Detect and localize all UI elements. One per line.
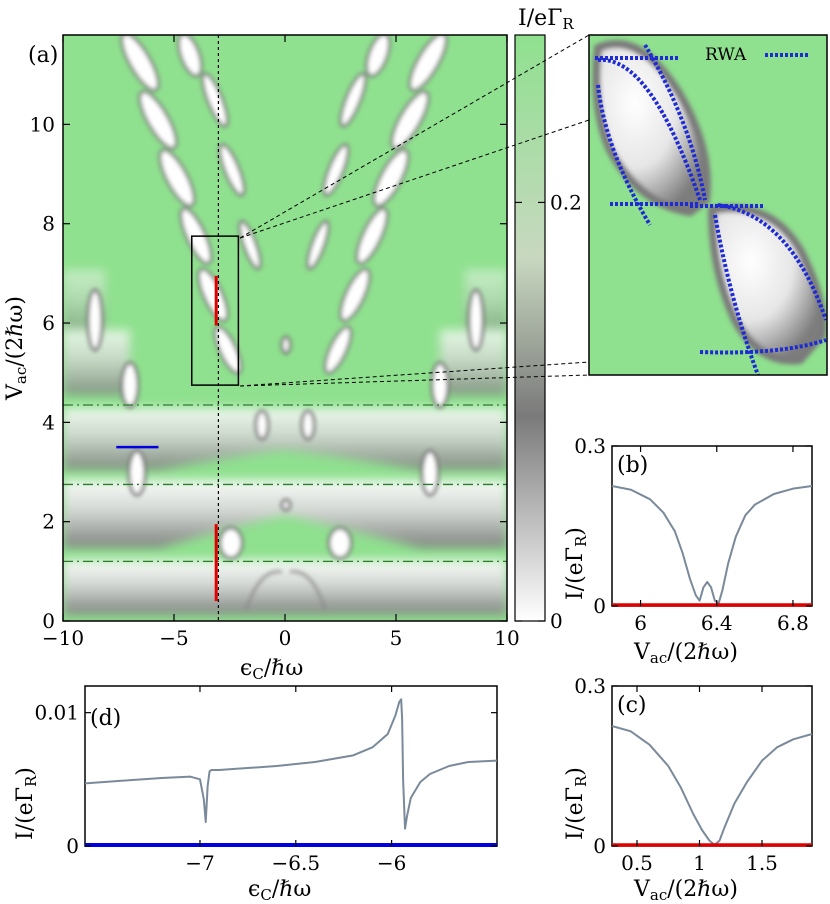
x-tick-label: 5	[390, 626, 403, 650]
heatmap-a	[63, 35, 507, 621]
y-tick-label: 0	[66, 834, 79, 858]
x-tick-label: 6.8	[777, 611, 809, 635]
panel-a-ylabel: Vac/(2ℏω)	[3, 296, 30, 401]
colorbar-tick-label: 0.2	[550, 190, 582, 214]
y-tick-label: 0	[593, 594, 606, 618]
x-tick-label: 1	[693, 851, 706, 875]
series-line	[611, 485, 813, 605]
y-tick-label: 6	[42, 311, 55, 335]
panel-c: 0.5 1 1.5 0 0.3 (c) Vac/(2ℏω) I/(eΓR)	[563, 674, 813, 904]
x-tick-label: −10	[42, 626, 84, 650]
x-tick-label: −7	[185, 851, 214, 875]
panel-c-ylabel: I/(eΓR)	[563, 767, 590, 840]
colorbar: 00.2 I/eΓR	[514, 6, 582, 633]
panel-c-frame	[611, 685, 813, 847]
panel-b-xlabel: Vac/(2ℏω)	[633, 640, 738, 667]
x-tick-label: 10	[494, 626, 519, 650]
panel-a-xlabel: ϵC/ℏω	[240, 656, 303, 683]
inset-frame	[588, 34, 828, 376]
y-tick-label: 0.3	[574, 674, 606, 698]
panel-b-ylabel: I/(eΓR)	[563, 527, 590, 600]
panel-d-ylabel: I/(eΓR)	[13, 767, 40, 840]
y-tick-label: 4	[42, 410, 55, 434]
y-tick-label: 0.3	[574, 434, 606, 458]
panel-c-xlabel: Vac/(2ℏω)	[633, 877, 738, 904]
heatmap-lobes	[86, 35, 485, 611]
x-tick-label: −5	[159, 626, 188, 650]
y-tick-label: 0.01	[34, 701, 79, 725]
panel-a: −10 −5 0 5 10 0 2 4 6 8 10 (a) ϵC/ℏω Vac/(2ℏω)	[3, 34, 520, 683]
panel-d-xlabel: ϵC/ℏω	[248, 877, 311, 904]
panel-d-label: (d)	[90, 706, 121, 731]
x-tick-label: 0.5	[621, 851, 653, 875]
y-tick-label: 10	[30, 112, 55, 136]
zoom-connectors	[239, 34, 590, 387]
zoom-inset: RWA	[588, 34, 828, 376]
colorbar-title: I/eΓR	[518, 6, 574, 33]
x-tick-label: −6.5	[272, 851, 321, 875]
panel-d-plot: −7 −6.5 −6 0 0.01	[34, 686, 498, 875]
inset-heatmap	[589, 35, 827, 375]
heatmap-bands	[63, 270, 507, 615]
panel-c-label: (c)	[617, 693, 647, 718]
colorbar-ticks: 00.2	[515, 190, 582, 633]
x-tick-label: 1.5	[746, 851, 778, 875]
y-tick-label: 0	[42, 609, 55, 633]
series-line	[84, 698, 498, 830]
y-tick-label: 8	[42, 212, 55, 236]
panel-b-frame	[611, 445, 813, 607]
rwa-curves	[595, 43, 827, 375]
y-tick-label: 0	[593, 834, 606, 858]
guide-lines	[63, 404, 507, 563]
panel-d: −7 −6.5 −6 0 0.01 (d) ϵC/ℏω I/(eΓR)	[13, 685, 498, 904]
x-tick-label: −6	[377, 851, 406, 875]
colorbar-bar	[514, 34, 546, 622]
x-tick-label: 6	[634, 611, 647, 635]
y-tick-label: 2	[42, 510, 55, 534]
panel-d-frame	[84, 685, 498, 847]
colorbar-tick-label: 0	[550, 609, 563, 633]
panel-c-plot: 0.5 1 1.5 0 0.3	[574, 674, 813, 875]
panel-b: 6 6.4 6.8 0 0.3 (b) Vac/(2ℏω) I/(eΓR)	[563, 434, 813, 667]
panel-b-label: (b)	[617, 453, 648, 478]
panel-a-ticks: −10 −5 0 5 10 0 2 4 6 8 10	[30, 35, 520, 650]
panel-a-label: (a)	[28, 43, 58, 68]
x-tick-label: 6.4	[701, 611, 733, 635]
panel-b-plot: 6 6.4 6.8 0 0.3	[574, 434, 813, 635]
inset-legend-label: RWA	[705, 45, 747, 65]
zoom-box	[191, 235, 240, 386]
x-tick-label: 0	[279, 626, 292, 650]
